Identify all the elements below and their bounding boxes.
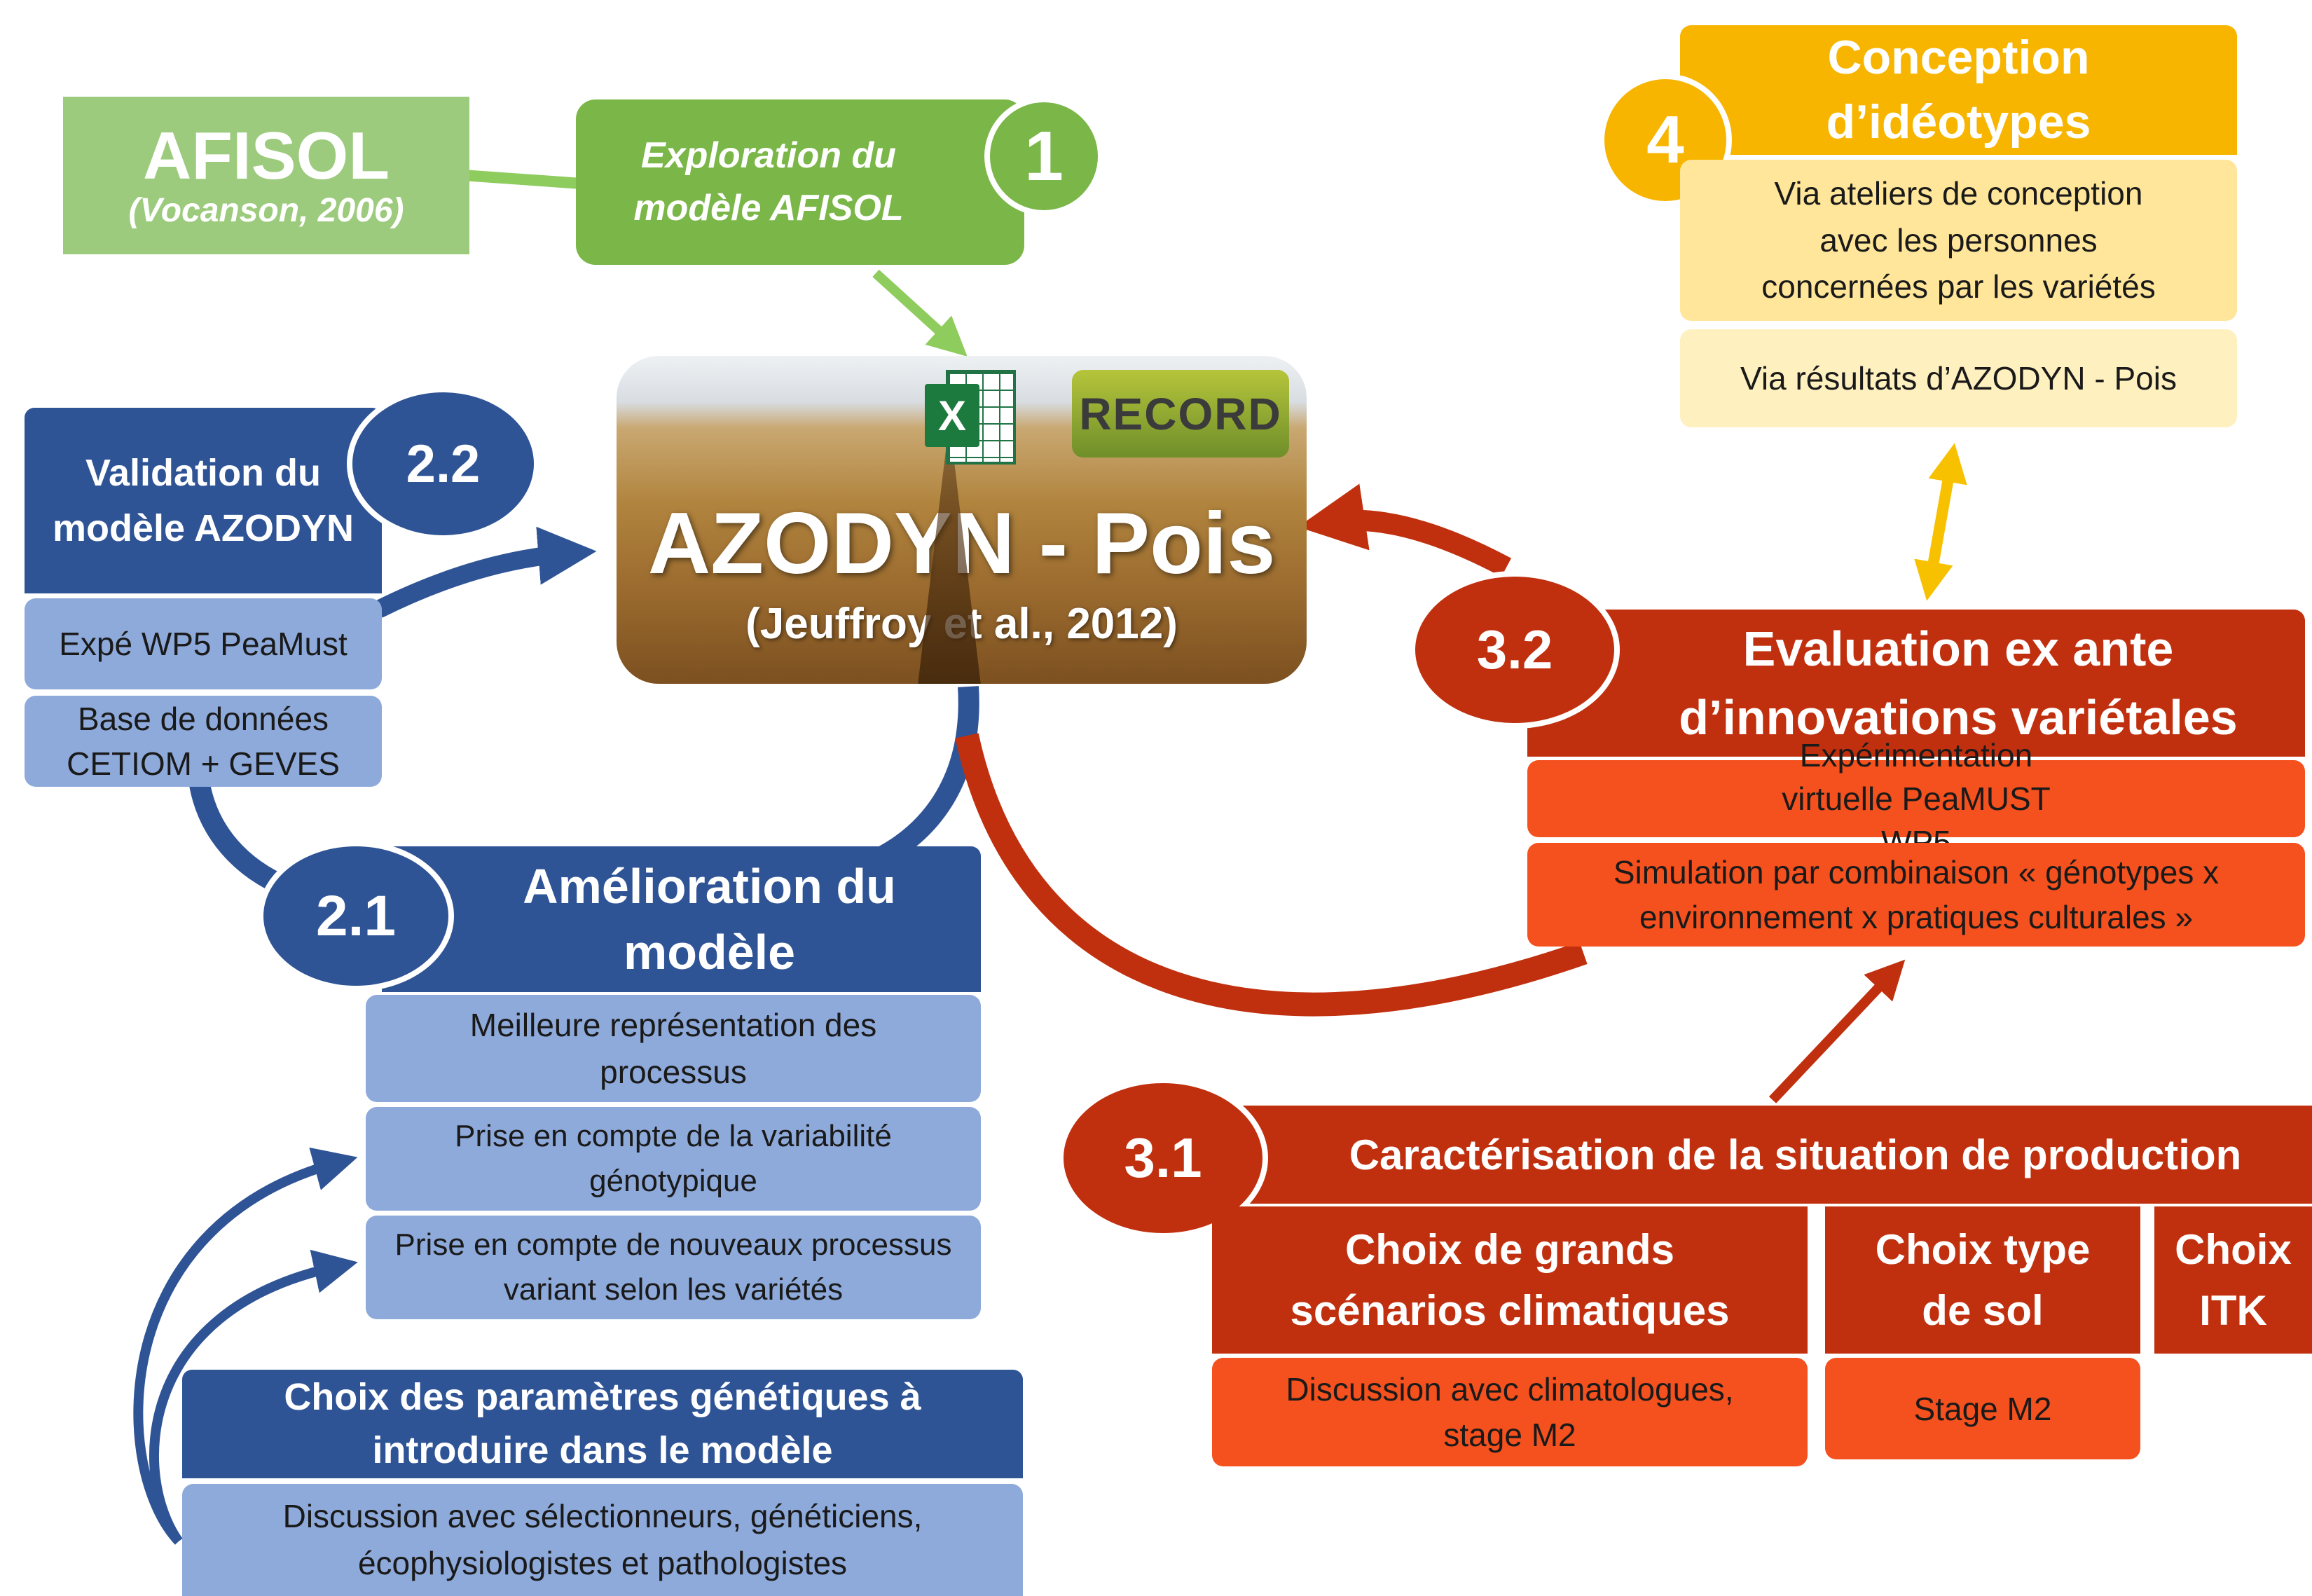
arrow-exploration-to-azodyn	[872, 269, 968, 357]
genetic-header: Choix des paramètres génétiques à introd…	[182, 1370, 1023, 1478]
itk-header: Choix ITK	[2154, 1206, 2312, 1354]
itk-title: Choix ITK	[2175, 1226, 2292, 1334]
improvement-item-2: Prise en compte de la variabilité génoty…	[366, 1107, 981, 1211]
improvement-item-3: Prise en compte de nouveaux processus va…	[366, 1216, 981, 1319]
improvement-item-1: Meilleure représentation des processus	[366, 995, 981, 1102]
improvement-header: Amélioration du modèle	[382, 846, 981, 992]
arrow-genetic-to-variability	[133, 1147, 358, 1545]
validation-header: Validation du modèle AZODYN	[25, 408, 382, 593]
arrow-ideotypes-evaluation	[1914, 443, 1967, 601]
climate-title: Choix de grands scénarios climatiques	[1290, 1226, 1730, 1334]
ideotype-item-2: Via résultats d’AZODYN - Pois	[1680, 329, 2237, 427]
characterisation-header: Caractérisation de la situation de produ…	[1230, 1106, 2312, 1204]
validation-title: Validation du modèle AZODYN	[52, 452, 355, 549]
evaluation-header: Evaluation ex ante d’innovations variéta…	[1527, 610, 2305, 757]
soil-header: Choix type de sol	[1825, 1206, 2140, 1354]
evaluation-title: Evaluation ex ante d’innovations variéta…	[1679, 621, 2238, 745]
afisol-box: AFISOL (Vocanson, 2006)	[63, 97, 469, 254]
afisol-reference: (Vocanson, 2006)	[128, 192, 404, 230]
ideotype-item-1: Via ateliers de conception avec les pers…	[1680, 160, 2237, 321]
afisol-title: AFISOL	[143, 118, 390, 193]
arrow-evaluation-to-azodyn	[1298, 483, 1512, 577]
arc-azodyn-to-improvement	[851, 686, 979, 879]
evaluation-item-2: Simulation par combinaison « génotypes x…	[1527, 843, 2305, 947]
arrow-afisol-to-exploration	[462, 170, 582, 189]
soil-detail: Stage M2	[1825, 1358, 2140, 1459]
arc-azodyn-to-evaluation	[955, 733, 1588, 1017]
climate-header: Choix de grands scénarios climatiques	[1212, 1206, 1808, 1354]
step-number-2-1: 2.1	[258, 841, 454, 991]
step-number-1: 1	[984, 97, 1103, 216]
validation-item-2: Base de données CETIOM + GEVES	[25, 696, 382, 787]
arrow-validation-to-azodyn	[374, 526, 597, 618]
evaluation-item-1: Expérimentation virtuelle PeaMUST WP5	[1527, 737, 2305, 860]
validation-item-1: Expé WP5 PeaMust	[25, 598, 382, 689]
characterisation-title: Caractérisation de la situation de produ…	[1349, 1131, 2242, 1178]
exploration-box: Exploration du modèle AFISOL	[576, 99, 1024, 265]
improvement-title: Amélioration du modèle	[523, 858, 896, 980]
genetic-detail: Discussion avec sélectionneurs, génétici…	[182, 1484, 1023, 1596]
arrow-genetic-to-new-processes	[149, 1249, 358, 1545]
azodyn-panel: X RECORD AZODYN - Pois (Jeuffroy et al.,…	[617, 356, 1307, 684]
excel-icon: X	[925, 370, 1016, 468]
climate-detail: Discussion avec climatologues, stage M2	[1212, 1358, 1808, 1466]
genetic-title: Choix des paramètres génétiques à introd…	[284, 1375, 921, 1471]
record-logo: RECORD	[1072, 370, 1289, 458]
ideotype-title: Conception d’idéotypes	[1826, 30, 2091, 149]
step-number-2-2: 2.2	[347, 387, 539, 541]
step-number-3-2: 3.2	[1410, 571, 1620, 729]
soil-title: Choix type de sol	[1875, 1226, 2091, 1334]
arrow-characterisation-to-evaluation	[1768, 959, 1906, 1103]
exploration-text: Exploration du modèle AFISOL	[633, 135, 904, 228]
ideotype-header: Conception d’idéotypes	[1680, 25, 2237, 155]
